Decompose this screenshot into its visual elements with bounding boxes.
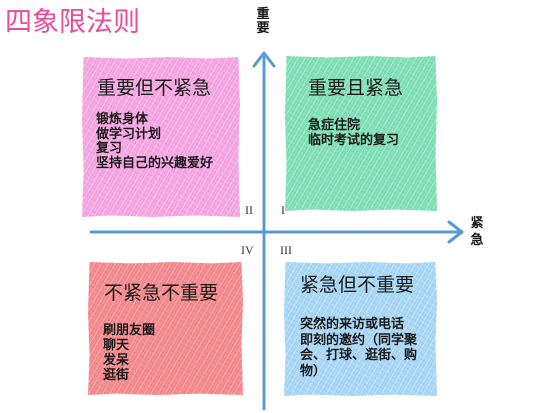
list-item: 做学习计划 <box>96 126 162 142</box>
list-item: 复习 <box>96 141 123 156</box>
quadrant-item-list: 刷朋友圈 聊天 发呆 逛街 <box>103 323 155 383</box>
quadrant-fill <box>82 57 240 217</box>
horizontal-axis-label: 紧急 <box>470 216 484 248</box>
list-item: 聊天 <box>103 338 130 353</box>
quadrant-title: 紧急但不重要 <box>300 274 415 296</box>
quadrant-numeral: III <box>280 243 292 257</box>
list-item: 物） <box>300 363 327 379</box>
quadrant-fill <box>285 56 437 211</box>
list-item: 突然的来访或电话 <box>300 317 405 332</box>
horizontal-axis-arrowhead <box>447 220 464 244</box>
list-item: 坚持自己的兴趣爱好 <box>96 155 214 171</box>
list-item: 逛街 <box>103 368 130 383</box>
list-item: 急症住院 <box>308 118 361 133</box>
quadrant-item-list: 急症住院 临时考试的复习 <box>308 118 399 148</box>
list-item: 会、打球、逛街、购 <box>300 348 418 363</box>
diagram-title: 四象限法则 <box>5 7 140 38</box>
quadrant-title: 重要且紧急 <box>308 77 404 99</box>
list-item: 即刻的邀约（同学聚 <box>300 332 418 348</box>
quadrant-numeral: IV <box>241 243 254 257</box>
list-item: 发呆 <box>103 353 130 368</box>
quadrant-title: 重要但不紧急 <box>97 77 212 99</box>
quadrant-fill <box>88 262 243 395</box>
list-item: 锻炼身体 <box>96 112 149 127</box>
quadrant-fill <box>284 262 437 396</box>
quadrant-item-list: 锻炼身体 做学习计划 复习 坚持自己的兴趣爱好 <box>96 112 214 171</box>
quadrant-numeral: II <box>245 203 253 217</box>
vertical-axis-arrowhead <box>252 51 276 68</box>
quadrant-title: 不紧急不重要 <box>104 282 219 304</box>
quadrant-item-list: 突然的来访或电话 即刻的邀约（同学聚 会、打球、逛街、购 物） <box>300 317 417 379</box>
list-item: 刷朋友圈 <box>103 323 156 338</box>
quadrant-numeral: I <box>281 203 285 217</box>
list-item: 临时考试的复习 <box>308 133 400 148</box>
vertical-axis-label: 重要 <box>256 7 270 36</box>
